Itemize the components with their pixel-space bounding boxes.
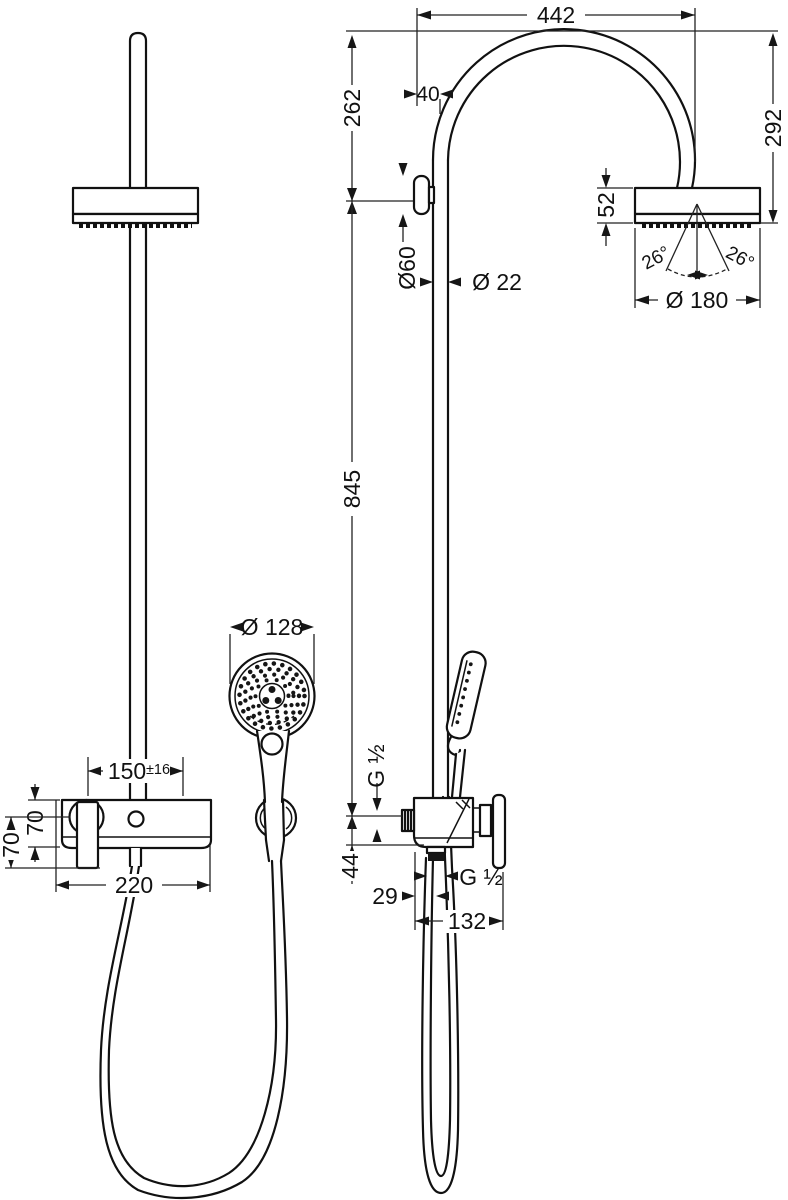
dim-riser-length: 845 bbox=[339, 470, 365, 508]
mixer-handle-escutcheon-side bbox=[478, 803, 493, 838]
diverter-front bbox=[127, 810, 145, 828]
dim-handle-length: 70 bbox=[0, 832, 24, 858]
wall-bracket-side bbox=[412, 174, 436, 216]
dim-arc-width: 442 bbox=[537, 2, 575, 28]
handshower-button-front bbox=[260, 732, 284, 756]
shower-arm-arc bbox=[431, 28, 697, 190]
inlet-thread-stub bbox=[400, 808, 416, 833]
shower-hose-front bbox=[99, 859, 289, 1200]
handshower-front bbox=[228, 652, 316, 804]
mixer-handle-side bbox=[491, 793, 507, 870]
handshower-holder-front bbox=[254, 796, 298, 863]
dim-head-height: 52 bbox=[593, 192, 619, 218]
mixer-front bbox=[60, 798, 213, 870]
dim-mixer-depth: 132 bbox=[448, 908, 486, 934]
front-view bbox=[60, 31, 316, 1200]
side-view bbox=[400, 28, 762, 1195]
dim-outlet-thread: G ½ bbox=[459, 864, 502, 890]
dim-top-to-bracket: 262 bbox=[339, 89, 365, 127]
dim-inlet-thread: G ½ bbox=[363, 744, 389, 787]
dim-outlet-offset: 29 bbox=[372, 883, 398, 909]
handshower-side bbox=[445, 650, 487, 799]
mixer-handle-front bbox=[75, 800, 100, 870]
dim-mixer-width: 220 bbox=[115, 872, 153, 898]
dimensions: 442 40 262 292 52 Ø60 Ø 22 bbox=[0, 2, 786, 934]
dim-inlet-tolerance: ±16 bbox=[146, 762, 170, 778]
dim-spray-angle-right: 26° bbox=[722, 242, 757, 274]
dim-handshower-diameter: Ø 128 bbox=[241, 614, 304, 640]
dim-pipe-diameter: Ø 22 bbox=[472, 269, 522, 295]
dim-head-diameter: Ø 180 bbox=[666, 287, 729, 313]
mixer-side bbox=[400, 793, 507, 870]
shower-hose-side bbox=[421, 795, 460, 1195]
dim-mixer-body-height: 70 bbox=[22, 810, 48, 836]
dim-arm-offset: 40 bbox=[416, 83, 439, 106]
outlet-nut bbox=[425, 845, 447, 861]
dim-bracket-diameter: Ø60 bbox=[394, 246, 420, 289]
overhead-shower-front bbox=[71, 186, 200, 228]
dim-inlet-spacing: 150 bbox=[108, 758, 146, 784]
spray-cone bbox=[665, 203, 730, 280]
dim-top-to-head-bottom: 292 bbox=[760, 109, 786, 147]
dim-outlet-drop: 44 bbox=[337, 853, 363, 879]
riser-pipe-front bbox=[128, 31, 148, 190]
